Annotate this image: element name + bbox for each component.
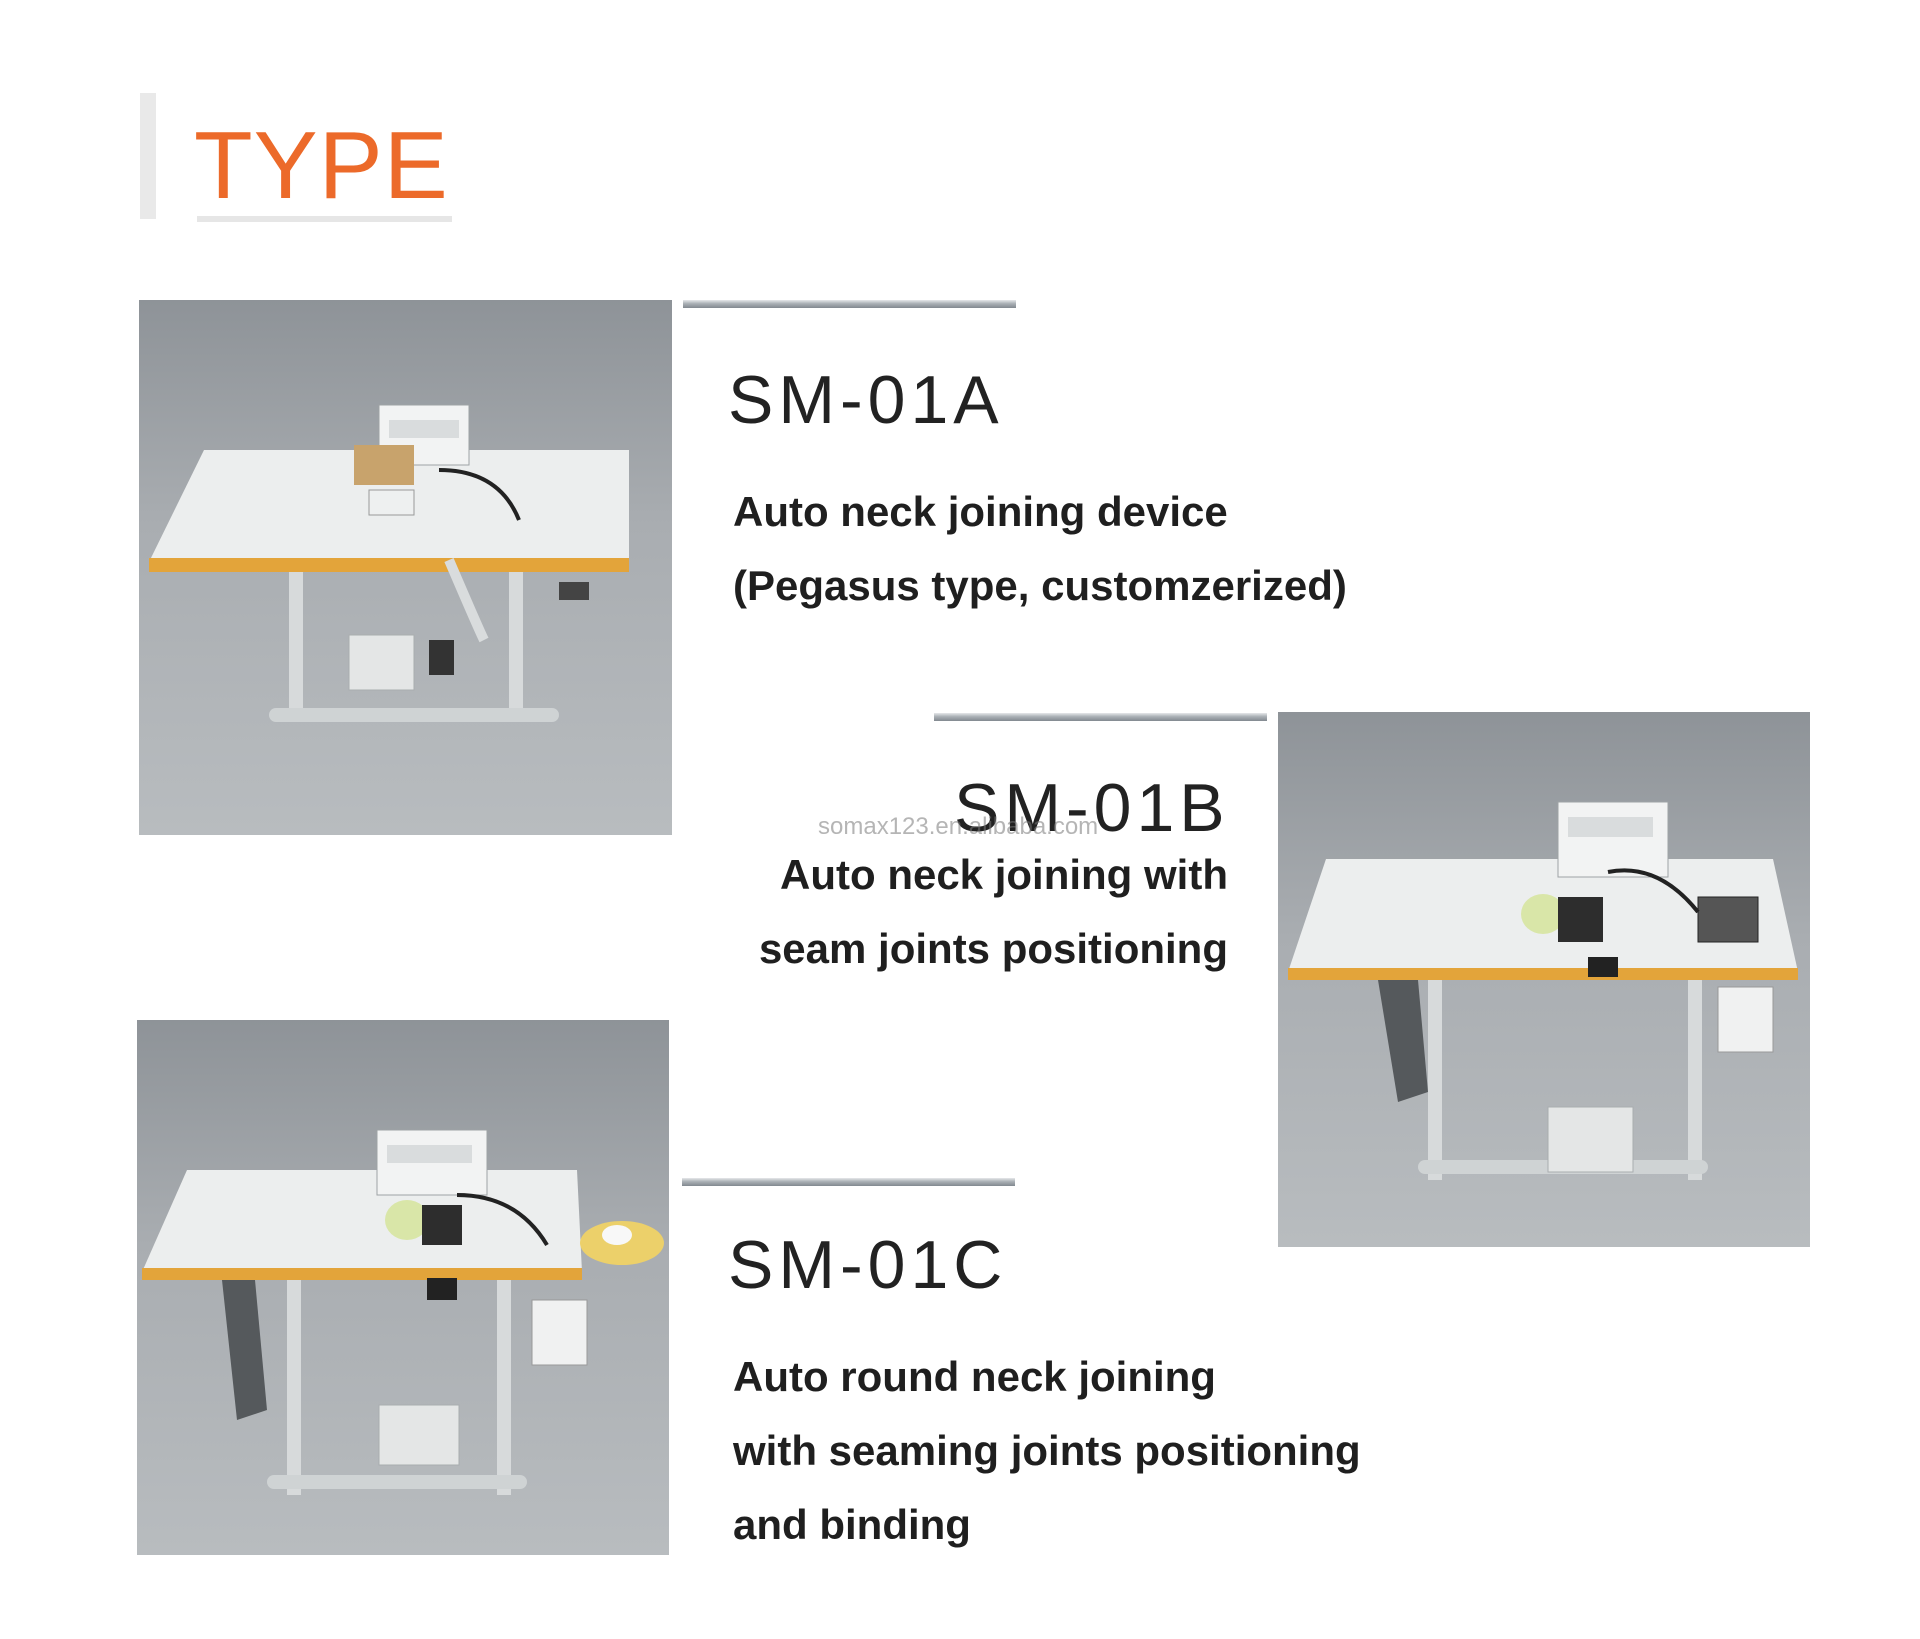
product-photo-sm-01a [139, 300, 672, 835]
title-accent-bar [140, 93, 156, 219]
description-line: Auto round neck joining [733, 1353, 1216, 1400]
separator-line [682, 1178, 1015, 1186]
description-line: and binding [733, 1501, 971, 1548]
product-photo-sm-01c [137, 1020, 669, 1555]
separator-line [934, 713, 1267, 721]
model-description-sm-01a: Auto neck joining device (Pegasus type, … [733, 475, 1347, 623]
section-title: TYPE [194, 112, 449, 219]
description-line: (Pegasus type, customzerized) [733, 562, 1347, 609]
sewing-machine-illustration [149, 404, 629, 722]
sewing-machine-illustration [1288, 801, 1798, 1180]
description-line: with seaming joints positioning [733, 1427, 1361, 1474]
sewing-machine-illustration [142, 1129, 664, 1495]
description-line: seam joints positioning [758, 925, 1228, 972]
watermark-text: somax123.en.alibaba.com [818, 813, 1099, 840]
description-line: Auto neck joining device [733, 488, 1228, 535]
title-underline [197, 216, 452, 222]
separator-line [683, 300, 1016, 308]
model-name-sm-01c: SM-01C [728, 1227, 1008, 1303]
description-line: Auto neck joining with [780, 851, 1228, 898]
model-description-sm-01b: Auto neck joining with seam joints posit… [700, 838, 1228, 986]
model-name-sm-01a: SM-01A [728, 362, 1004, 438]
model-name-sm-01b: SM-01B [954, 770, 1230, 846]
product-photo-sm-01b [1278, 712, 1810, 1247]
model-description-sm-01c: Auto round neck joining with seaming joi… [733, 1340, 1361, 1562]
